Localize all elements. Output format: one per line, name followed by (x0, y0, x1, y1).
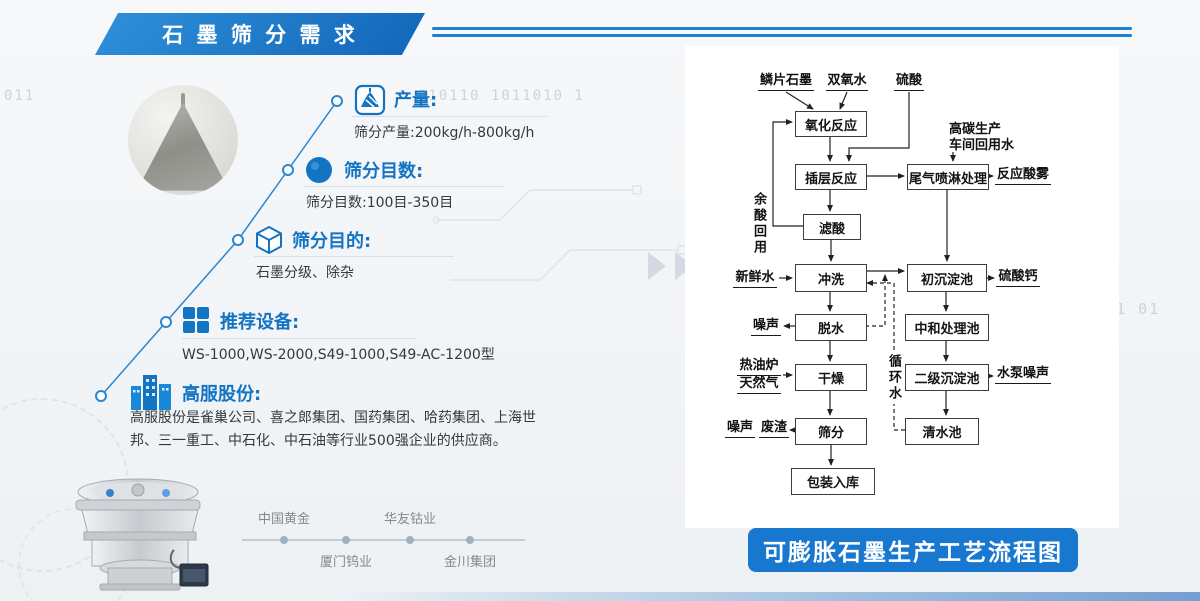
flow-box-oxidation: 氧化反应 (795, 111, 867, 137)
flow-box-acid-filter: 滤酸 (803, 214, 861, 240)
flow-label-reuse-water-1: 高碳生产 (949, 122, 1002, 137)
flow-box-primary-settling: 初沉淀池 (907, 264, 987, 292)
item-detail-mesh: 筛分目数:100目-350目 (306, 195, 454, 211)
cube-icon (256, 225, 282, 255)
timeline-company-3: 金川集团 (444, 555, 497, 570)
flow-label-residual-acid-reuse: 余酸回用 (751, 192, 766, 256)
item-title-mesh: 筛分目数: (344, 161, 424, 182)
chevron-decoration (648, 252, 694, 284)
chevron-icon (675, 252, 694, 280)
dot-icon (306, 157, 332, 183)
graphite-powder-photo (128, 85, 238, 195)
divider (352, 116, 547, 117)
flow-label-natural-gas: 天然气 (737, 375, 781, 394)
flow-box-intercalation: 插层反应 (795, 164, 867, 190)
divider (182, 338, 417, 339)
flow-label-reuse-water-2: 车间回用水 (949, 138, 1015, 153)
header-line-bottom (432, 34, 1132, 37)
page-title-banner: 石 墨 筛 分 需 求 (95, 13, 425, 55)
pile-icon (354, 84, 386, 116)
divider (254, 256, 454, 257)
header-line-top (432, 27, 1132, 30)
building-icon (131, 375, 171, 410)
flow-box-rinse: 冲洗 (795, 264, 867, 292)
flow-box-clear-water: 清水池 (905, 418, 979, 445)
flow-label-noise-1: 噪声 (751, 317, 781, 336)
item-title-company: 高服股份: (182, 384, 262, 405)
flow-label-hydrogen-peroxide: 双氧水 (826, 72, 868, 91)
flow-box-secondary-settling: 二级沉淀池 (905, 364, 989, 391)
flow-label-sulfuric-acid: 硫酸 (894, 72, 924, 91)
item-detail-equipment: WS-1000,WS-2000,S49-1000,S49-AC-1200型 (182, 347, 495, 363)
flow-box-dewater: 脱水 (795, 314, 867, 341)
item-detail-company: 高服股份是雀巢公司、喜之郎集团、国药集团、哈药集团、上海世邦、三一重工、中石化、… (130, 410, 536, 449)
flow-label-reaction-acid-mist: 反应酸雾 (995, 166, 1051, 185)
bottom-accent-strip (340, 592, 1200, 601)
binary-decoration-left: 011 (4, 88, 36, 104)
flowchart-arrows (772, 91, 995, 466)
timeline-company-2: 华友钴业 (384, 512, 437, 527)
item-detail-purpose: 石墨分级、除杂 (256, 265, 354, 281)
item-title-purpose: 筛分目的: (292, 231, 372, 252)
process-flowchart: 鳞片石墨 双氧水 硫酸 新鲜水 噪声 热油炉 天然气 噪声 废渣 反应酸雾 硫酸… (697, 58, 1107, 516)
flow-box-drying: 干燥 (795, 364, 867, 391)
flow-label-flake-graphite: 鳞片石墨 (758, 72, 814, 91)
flow-box-tail-gas-treatment: 尾气喷淋处理 (907, 164, 989, 190)
flow-label-fresh-water: 新鲜水 (733, 269, 777, 288)
flow-label-noise-2: 噪声 (725, 419, 755, 438)
grid-icon (183, 307, 209, 333)
flowchart-caption: 可膨胀石墨生产工艺流程图 (748, 528, 1078, 572)
flow-label-circulating-water: 循环水 (884, 352, 903, 404)
sieve-machine-photo (75, 478, 209, 591)
flow-label-calcium-sulfate: 硫酸钙 (996, 268, 1040, 287)
item-title-output: 产量: (394, 90, 438, 111)
binary-decoration-top: 010110 1011010 1 (418, 88, 585, 104)
page-title: 石 墨 筛 分 需 求 (162, 23, 358, 47)
timeline-company-0: 中国黄金 (258, 512, 311, 527)
divider (304, 186, 504, 187)
circuit-decoration (432, 185, 687, 281)
flow-label-hot-oil-furnace: 热油炉 (737, 357, 781, 376)
chevron-icon (648, 252, 666, 280)
client-timeline (242, 536, 525, 544)
flow-label-pump-noise: 水泵噪声 (995, 365, 1051, 384)
flow-label-waste-residue: 废渣 (759, 419, 789, 438)
flow-box-screening: 筛分 (795, 418, 867, 445)
item-title-equipment: 推荐设备: (220, 312, 300, 333)
item-detail-output: 筛分产量:200kg/h-800kg/h (354, 125, 535, 141)
flow-box-neutralization: 中和处理池 (905, 314, 989, 341)
flow-box-packing: 包装入库 (791, 468, 875, 495)
timeline-company-1: 厦门钨业 (320, 555, 373, 570)
